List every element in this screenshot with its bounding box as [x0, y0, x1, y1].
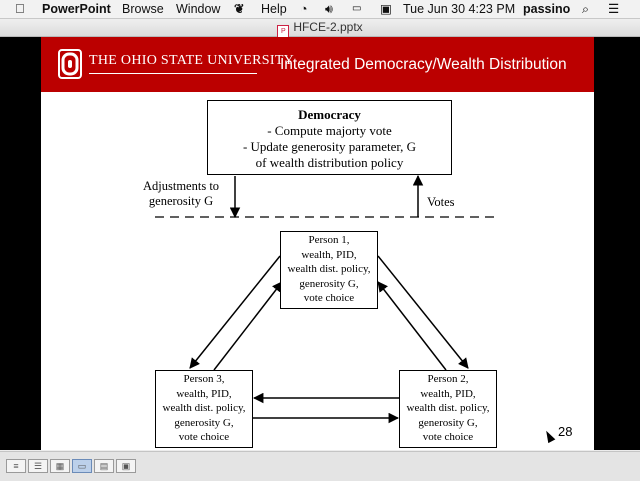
wifi-icon[interactable]: ◔	[300, 2, 308, 16]
status-bar: ≡ ☰ ▦ ▭ ▤ ▣	[0, 451, 640, 481]
person-line: wealth dist. policy,	[406, 402, 490, 414]
menu-bar:  PowerPoint Browse Window ❦ Help ◔ 🔊︎ ▭…	[0, 0, 640, 19]
reading-view-button[interactable]: ▤	[94, 459, 114, 473]
notification-center-icon[interactable]: ☰	[608, 2, 620, 16]
slide[interactable]: THE OHIO STATE UNIVERSITY Integrated Dem…	[41, 37, 594, 450]
slide-show-view-button[interactable]: ▣	[116, 459, 136, 473]
clock[interactable]: Tue Jun 30 4:23 PM	[403, 2, 516, 16]
slide-sorter-view-button[interactable]: ▦	[50, 459, 70, 473]
person-line: generosity G,	[174, 416, 234, 429]
person-1-box: Person 1, wealth, PID, wealth dist. poli…	[280, 231, 378, 309]
university-rule	[89, 73, 257, 74]
menu-window[interactable]: Window	[176, 2, 221, 16]
arrow-p2-to-p1	[377, 281, 447, 371]
person-line: vote choice	[422, 431, 474, 443]
votes-label: Votes	[427, 195, 455, 209]
person-line: wealth, PID,	[420, 387, 476, 400]
page-number: 28	[558, 424, 573, 439]
person-line: wealth dist. policy,	[162, 402, 246, 414]
arrow-p3-to-p1	[213, 281, 283, 371]
arrow-p1-to-p3	[189, 255, 281, 369]
person-line: generosity G,	[418, 416, 478, 429]
person-line: Person 3,	[183, 373, 225, 385]
slide-banner: THE OHIO STATE UNIVERSITY Integrated Dem…	[41, 37, 594, 92]
arrow-p1-to-p2	[377, 255, 469, 369]
person-line: wealth, PID,	[301, 248, 357, 261]
diagram-arrows	[155, 174, 495, 424]
person-line: wealth dist. policy,	[287, 263, 371, 275]
trash-icon[interactable]: ▣	[380, 2, 392, 16]
democracy-line: - Update generosity parameter, G	[242, 139, 417, 154]
notes-view-button[interactable]: ▭	[72, 459, 92, 473]
person-3-box: Person 3, wealth, PID, wealth dist. poli…	[155, 370, 253, 448]
person-line: generosity G,	[299, 277, 359, 290]
person-line: Person 2,	[427, 373, 469, 385]
user-name[interactable]: passino	[523, 2, 571, 16]
adjustments-label-line: generosity G	[148, 194, 214, 208]
adjustments-label-line: Adjustments to	[143, 179, 220, 193]
democracy-line: - Compute majorty vote	[267, 123, 392, 138]
menu-browse[interactable]: Browse	[122, 2, 164, 16]
person-2-box: Person 2, wealth, PID, wealth dist. poli…	[399, 370, 497, 448]
script-menu-icon[interactable]: ❦	[234, 2, 245, 16]
democracy-heading: Democracy	[298, 107, 361, 122]
slide-title: Integrated Democracy/Wealth Distribution	[280, 56, 567, 73]
person-line: vote choice	[303, 292, 355, 304]
spotlight-search-icon[interactable]: ⌕	[582, 2, 590, 16]
adjustments-label: Adjustments to generosity G	[143, 179, 219, 209]
person-line: vote choice	[178, 431, 230, 443]
osu-block-o-logo	[58, 49, 82, 79]
outline-view-button[interactable]: ☰	[28, 459, 48, 473]
battery-icon[interactable]: ▭	[352, 3, 362, 14]
document-name: HFCE-2.pptx	[293, 20, 363, 34]
apple-icon[interactable]: 	[15, 1, 25, 17]
app-menu[interactable]: PowerPoint	[42, 2, 111, 16]
menu-help[interactable]: Help	[261, 2, 287, 16]
volume-icon[interactable]: 🔊︎	[325, 2, 333, 16]
person-line: Person 1,	[308, 234, 350, 246]
democracy-line: of wealth distribution policy	[255, 155, 404, 170]
university-name: THE OHIO STATE UNIVERSITY	[89, 53, 295, 68]
normal-view-button[interactable]: ≡	[6, 459, 26, 473]
democracy-box: Democracy - Compute majorty vote - Updat…	[207, 100, 452, 175]
slide-stage: THE OHIO STATE UNIVERSITY Integrated Dem…	[0, 37, 640, 450]
person-line: wealth, PID,	[176, 387, 232, 400]
